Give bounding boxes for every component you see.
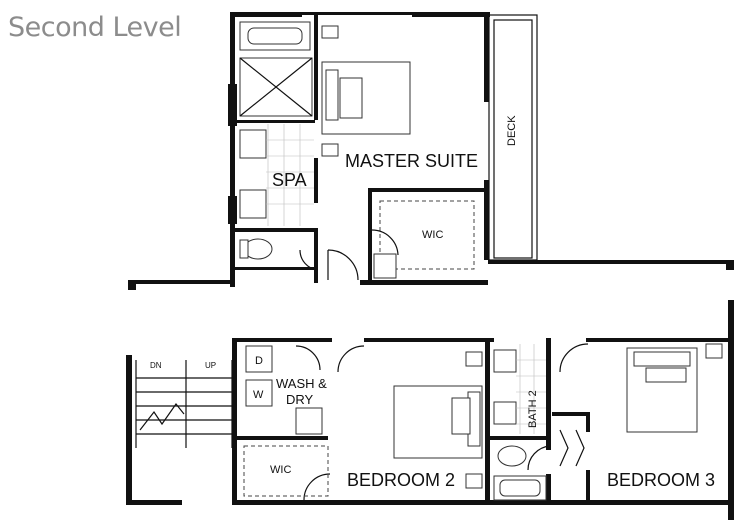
upper-walls (228, 12, 490, 287)
dryer-label: D (255, 355, 263, 367)
stairs: DN UP (135, 360, 233, 448)
master-bed: MASTER SUITE (321, 25, 478, 171)
bath-2: BATH 2 (493, 344, 547, 501)
master-wic: WIC (360, 188, 488, 285)
main-walls (126, 260, 734, 520)
master-wic-label: WIC (422, 229, 443, 241)
bedroom3: BEDROOM 3 (559, 343, 723, 490)
deck: DECK (488, 14, 538, 261)
bedroom2-bed: BEDROOM 2 (347, 351, 483, 490)
spa-label: SPA (272, 170, 307, 190)
laundry-label-2: DRY (286, 392, 314, 407)
bedroom-3-label: BEDROOM 3 (607, 470, 715, 490)
master-suite-label: MASTER SUITE (345, 151, 478, 171)
bedroom-2-label: BEDROOM 2 (347, 470, 455, 490)
washer-label: W (253, 389, 264, 401)
stairs-up-label: UP (205, 361, 216, 370)
bedroom2-wic: WIC (243, 445, 329, 497)
laundry-label: WASH & (276, 376, 327, 391)
door-swings (295, 229, 589, 501)
laundry: D W WASH & DRY (245, 345, 327, 435)
stairs-down-label: DN (150, 361, 162, 370)
deck-label: DECK (506, 115, 518, 146)
bedroom2-wic-label: WIC (270, 464, 291, 476)
spa: SPA (239, 21, 314, 260)
page-title: Second Level (8, 12, 182, 43)
bath-2-label: BATH 2 (527, 390, 539, 428)
